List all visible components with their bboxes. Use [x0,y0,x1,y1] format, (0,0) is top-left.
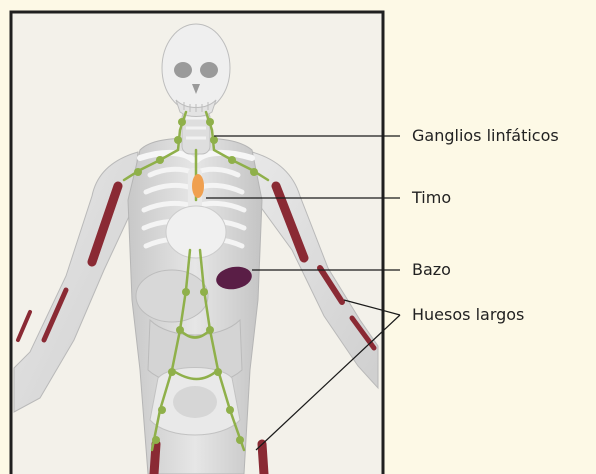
label-timo: Timo [412,189,451,207]
thymus-organ [192,174,204,198]
label-huesos-largos: Huesos largos [412,306,524,324]
label-ganglios-linfaticos: Ganglios linfáticos [412,127,559,145]
label-bazo: Bazo [412,261,451,279]
